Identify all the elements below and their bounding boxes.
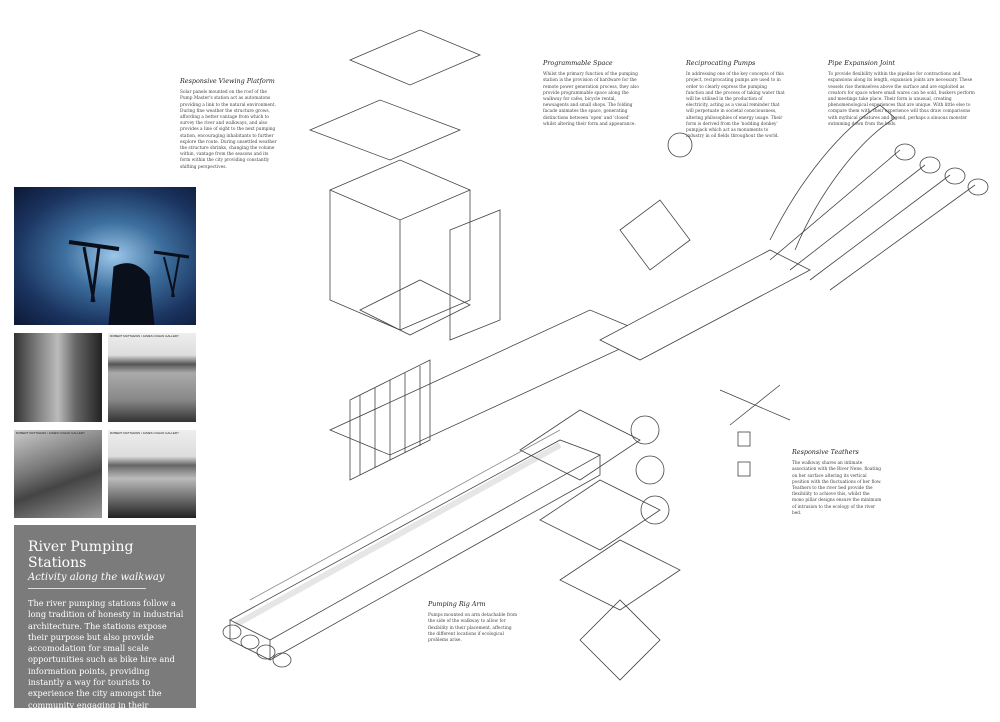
- viewing-platform-tower: [308, 29, 501, 341]
- annotation-pumping-rig-arm: Pumping Rig Arm Pumps mounted on arm det…: [428, 601, 518, 644]
- pump-jack-silhouettes: [68, 240, 190, 325]
- walkway: [229, 249, 811, 661]
- annotation-heading: Reciprocating Pumps: [686, 59, 756, 67]
- annotation-heading: Responsive Viewing Platform: [180, 77, 275, 85]
- photo-caption: ROBERT MATTHEWS / JAMES COHAN GALLERY: [16, 431, 85, 435]
- annotation-programmable-space: Programmable Space Whilst the primary fu…: [543, 60, 643, 128]
- annotation-reciprocating-pumps: Reciprocating Pumps In addressing one of…: [686, 60, 786, 140]
- poster-body: The river pumping stations follow a long…: [28, 598, 184, 721]
- annotation-body: In addressing one of the key concepts of…: [686, 72, 785, 140]
- photo-river: ROBERT MATTHEWS / JAMES COHAN GALLERY: [108, 333, 196, 422]
- photo-bridge: [14, 333, 102, 422]
- annotation-heading: Pumping Rig Arm: [428, 600, 486, 608]
- title-panel: River Pumping Stations Activity along th…: [14, 525, 196, 721]
- tether: [719, 384, 791, 477]
- photo-caption: ROBERT MATTHEWS / JAMES COHAN GALLERY: [110, 334, 179, 338]
- annotation-pipe-expansion-joint: Pipe Expansion Joint To provide flexibil…: [828, 60, 978, 128]
- annotation-body: Whilst the primary function of the pumpi…: [543, 72, 639, 127]
- poster-subtitle: Activity along the walkway: [28, 572, 165, 583]
- poster-title: River Pumping Stations: [28, 539, 134, 571]
- annotation-body: The walkway shares an intimate associati…: [792, 461, 882, 516]
- annotation-body: To provide flexibility within the pipeli…: [828, 72, 975, 127]
- annotation-heading: Pipe Expansion Joint: [828, 59, 895, 67]
- divider: [28, 588, 146, 589]
- folding-facade: [349, 359, 431, 481]
- annotation-heading: Responsive Teathers: [792, 448, 859, 456]
- annotation-viewing-platform: Responsive Viewing Platform Solar panels…: [180, 78, 280, 171]
- annotation-body: Solar panels mounted on the roof of the …: [180, 90, 277, 170]
- photo-pump-jacks: [14, 187, 196, 325]
- annotation-responsive-teathers: Responsive Teathers The walkway shares a…: [792, 449, 882, 517]
- pipes: [222, 104, 989, 668]
- photo-caption: ROBERT MATTHEWS / JAMES COHAN GALLERY: [110, 431, 179, 435]
- annotation-heading: Programmable Space: [543, 59, 613, 67]
- reciprocating-pumps: [519, 132, 693, 681]
- photo-debris: ROBERT MATTHEWS / JAMES COHAN GALLERY: [14, 430, 102, 518]
- annotation-body: Pumps mounted on arm detachable from the…: [428, 613, 518, 644]
- photo-flood: ROBERT MATTHEWS / JAMES COHAN GALLERY: [108, 430, 196, 518]
